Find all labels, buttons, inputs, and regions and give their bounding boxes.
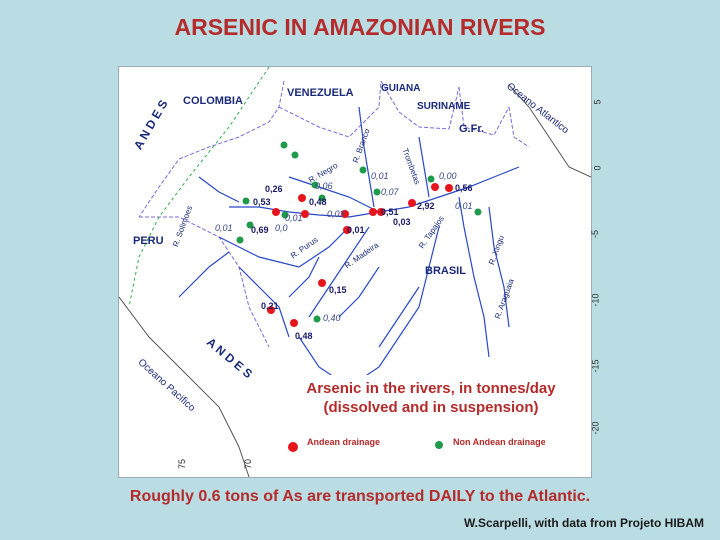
non-andean-drainage-points <box>236 141 482 323</box>
value-label: 0,03 <box>393 217 411 227</box>
value-label: 0,69 <box>251 225 269 235</box>
lon-tick: 75 <box>177 458 188 470</box>
lat-tick: -15 <box>590 359 601 373</box>
value-label: 0,07 <box>381 187 399 197</box>
value-label: 0,48 <box>309 197 327 207</box>
value-label: 0,01 <box>455 201 473 211</box>
legend-markers <box>288 441 443 452</box>
andes-line <box>128 67 270 308</box>
region-guiana: GUIANA <box>381 83 421 94</box>
non-andean-marker <box>435 441 443 449</box>
page-title: ARSENIC IN AMAZONIAN RIVERS <box>174 14 546 40</box>
lat-tick: 5 <box>592 99 603 105</box>
region-suriname: SURINAME <box>417 101 471 112</box>
andean-drainage-points <box>267 183 453 327</box>
region-brasil: BRASIL <box>425 265 466 277</box>
pacific-coast <box>119 296 250 477</box>
legend-non-andean: Non Andean drainage <box>453 437 546 447</box>
value-label: 0,48 <box>295 331 313 341</box>
value-label: 0,01 <box>285 213 303 223</box>
legend-andean: Andean drainage <box>307 437 381 447</box>
lon-tick: 70 <box>243 458 254 470</box>
lat-tick: -20 <box>590 421 601 435</box>
value-label: 0,21 <box>261 301 279 311</box>
value-label: 0,40 <box>323 313 341 323</box>
atlantic-coast <box>508 84 591 178</box>
value-label: 0,01 <box>215 223 233 233</box>
lat-tick: -10 <box>590 293 601 307</box>
value-label: 0,15 <box>329 285 347 295</box>
legend-title-line2: (dissolved and in suspension) <box>323 399 539 416</box>
lat-tick: 0 <box>592 165 603 171</box>
region-venezuela: VENEZUELA <box>287 87 354 99</box>
map-drawing <box>119 67 591 477</box>
value-label: 0,53 <box>253 197 271 207</box>
credit-line: W.Scarpelli, with data from Projeto HIBA… <box>463 516 704 530</box>
region-colombia: COLOMBIA <box>183 95 243 107</box>
value-label: 0,06 <box>315 181 333 191</box>
region-guyane: G.Fr. <box>459 123 485 135</box>
value-label: 0,00 <box>439 171 457 181</box>
legend-title: Arsenic in the rivers, in tonnes/day (di… <box>291 379 571 417</box>
value-label: 0,01 <box>371 171 389 181</box>
value-label: 0,03 <box>327 209 345 219</box>
andean-marker <box>288 442 298 452</box>
river-network <box>178 106 520 388</box>
value-label: 0,51 <box>381 207 399 217</box>
lat-tick: -5 <box>590 229 601 239</box>
value-label: 0,56 <box>455 183 473 193</box>
legend-title-line1: Arsenic in the rivers, in tonnes/day <box>306 380 556 397</box>
legend-box: Arsenic in the rivers, in tonnes/day (di… <box>269 375 589 473</box>
value-label: 0,01 <box>347 225 365 235</box>
map-panel: COLOMBIA VENEZUELA GUIANA SURINAME G.Fr.… <box>118 66 603 478</box>
value-label: 0,0 <box>275 223 288 233</box>
footer-note: Roughly 0.6 tons of As are transported D… <box>129 488 591 505</box>
value-label: 2,92 <box>417 201 435 211</box>
region-peru: PERU <box>133 235 164 247</box>
value-label: 0,26 <box>265 184 283 194</box>
